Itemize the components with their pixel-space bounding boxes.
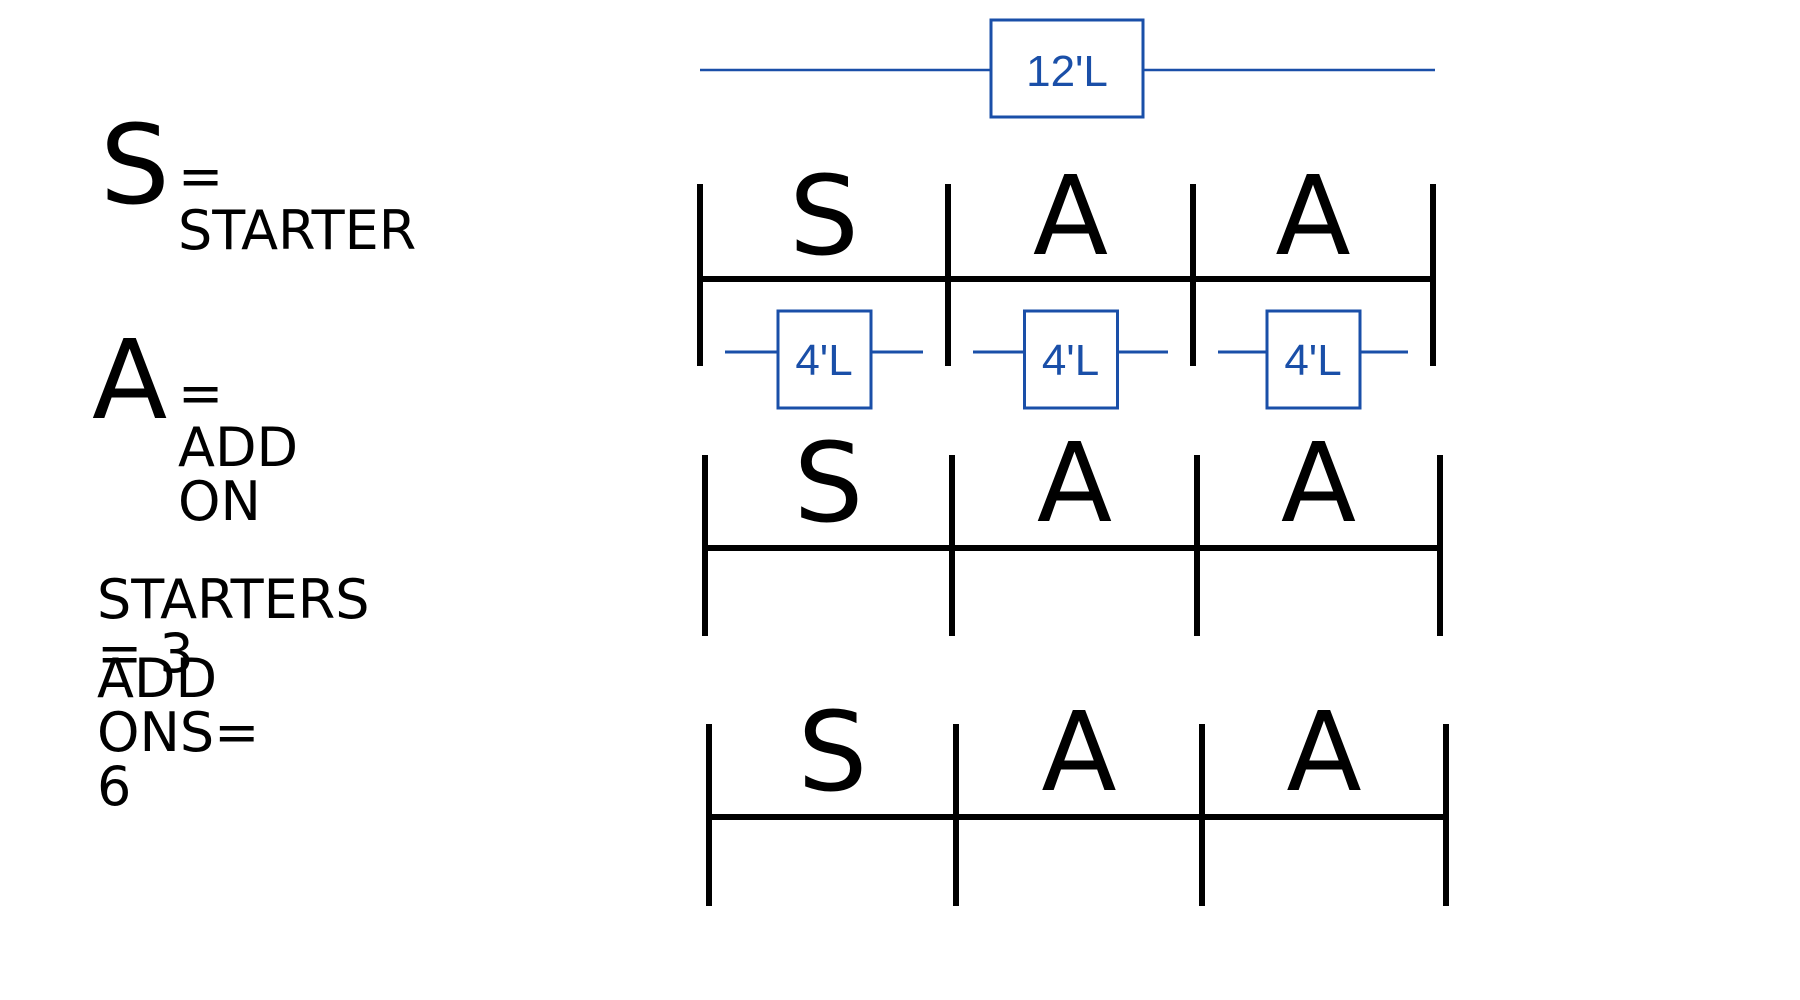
overall-dimension-box [989,18,1145,119]
segment-addon-label: A [1037,419,1112,547]
segment-dimension-label: 4'L [1042,336,1099,385]
addon-label: = ADD ON [178,362,299,533]
segment-starter-label: S [798,688,868,816]
segment-addon-label: A [1033,152,1108,280]
segment-dimension-box [1023,309,1119,410]
segment-addon-label: A [1275,152,1350,280]
starter-label: = STARTER [178,145,417,262]
addons-count: ADD ONS= 6 [97,647,260,818]
segment-dimension: 4'L [1218,309,1408,410]
starters-count: STARTERS = 3 [97,568,370,685]
row-1: S 4'L A 4'L A 4'L [697,152,1436,410]
segment-dimension-box [776,309,873,410]
overall-dimension-label: 12'L [1026,47,1108,96]
segment-addon-label: A [1281,419,1356,547]
segment-addon-label: A [1041,688,1116,816]
segment-dimension-label: 4'L [795,336,852,385]
addon-symbol: A [92,316,168,444]
segment-dimension: 4'L [725,309,923,410]
rows-group: S 4'L A 4'L A 4'L S A A S A A [697,152,1449,906]
segment-addon-label: A [1286,688,1361,816]
segment-dimension: 4'L [973,309,1168,410]
segment-dimension-label: 4'L [1284,336,1341,385]
segment-starter-label: S [794,419,864,547]
segment-starter-label: S [789,152,859,280]
segment-dimension-box [1265,309,1362,410]
starter-symbol: S [100,101,170,229]
overall-dimension: 12'L [700,18,1435,119]
